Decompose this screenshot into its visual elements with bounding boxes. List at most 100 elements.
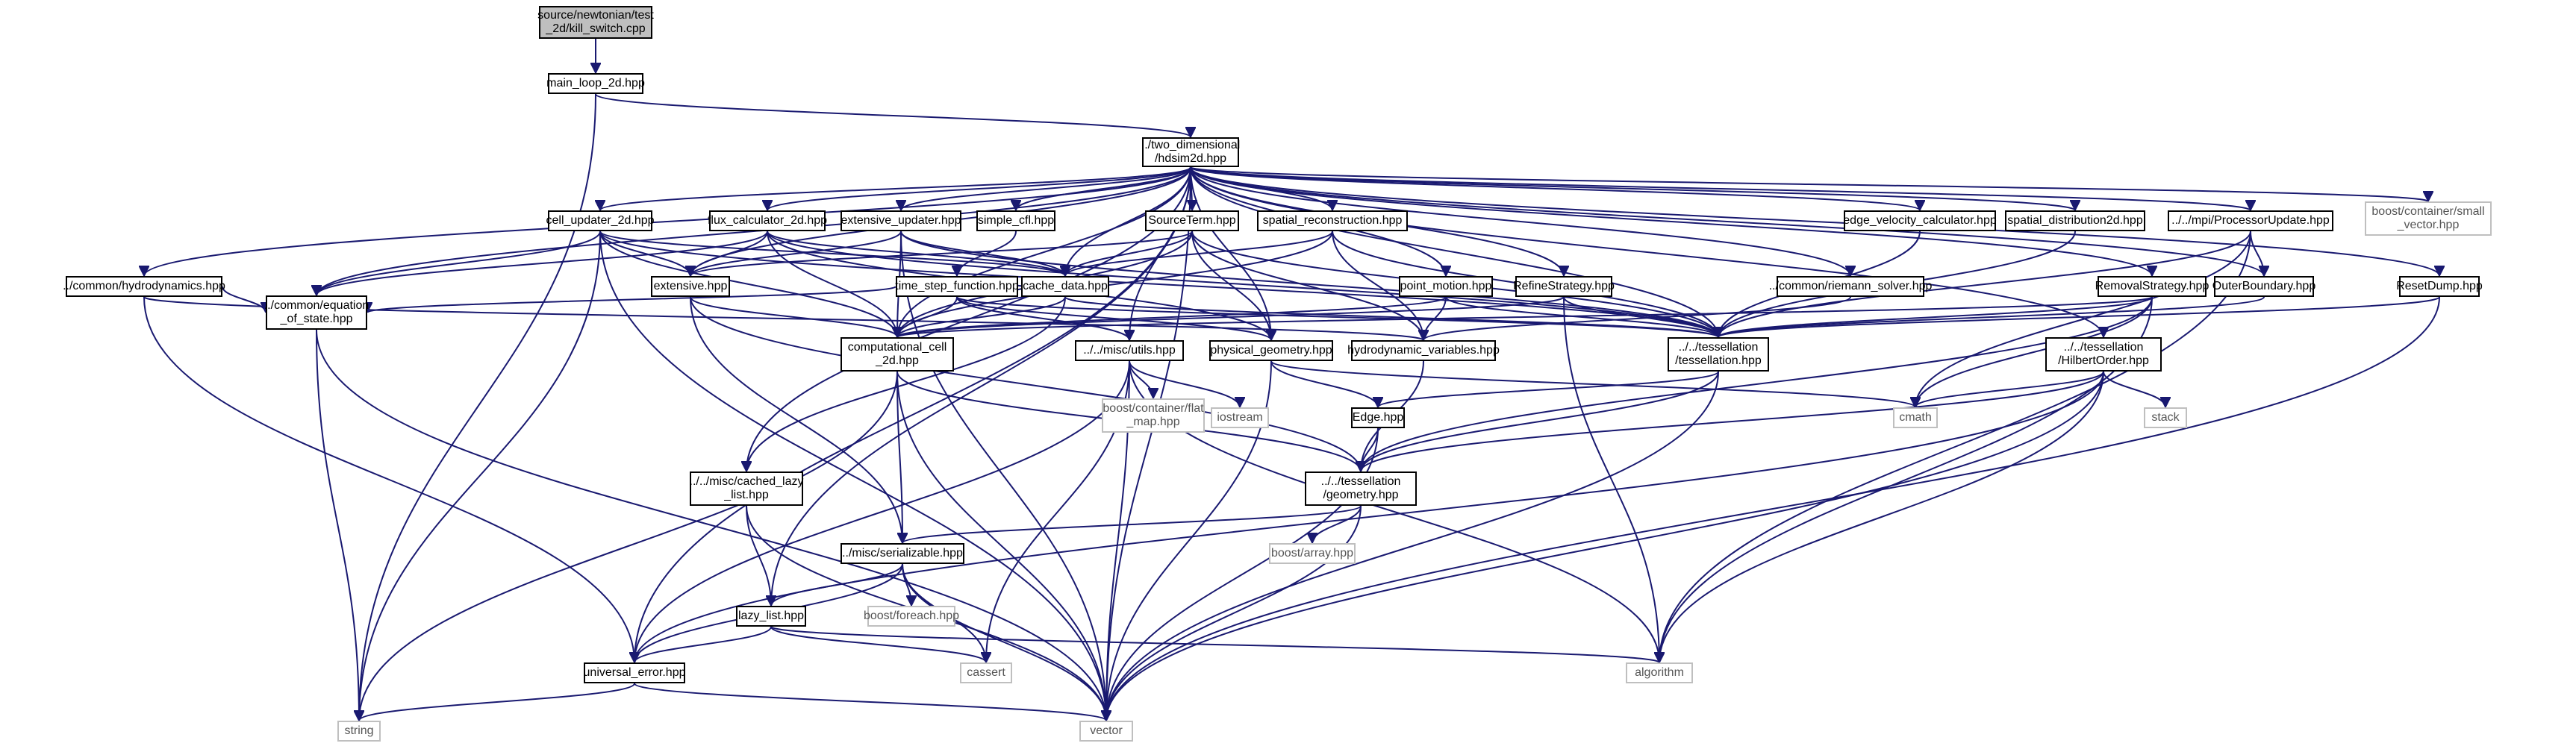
node-outerboundary-hpp[interactable]: OuterBoundary.hpp	[2212, 276, 2315, 297]
edge-hilbert-to-stack	[2103, 371, 2165, 408]
edge-phys_geom-to-cmath	[1270, 360, 1915, 408]
edge-cell_updater-to-vector	[599, 231, 1106, 721]
edge-cell_updater-to-cache_data	[599, 231, 1065, 277]
node-spatial-distribution2d-hpp[interactable]: spatial_distribution2d.hpp	[2005, 210, 2145, 231]
node-edge-velocity-calculator-hpp[interactable]: edge_velocity_calculator.hpp	[1843, 210, 1997, 231]
edge-geometry-to-vector	[1106, 505, 1362, 721]
node-cell-updater-2d-hpp[interactable]: cell_updater_2d.hpp	[546, 210, 655, 231]
node-cache-data-hpp[interactable]: cache_data.hpp	[1021, 276, 1109, 297]
edge-hilbert-to-vector	[1106, 371, 2104, 721]
edge-refine-to-tessellation	[1563, 296, 1718, 338]
edge-hdsim-to-tessellation	[1190, 166, 1718, 337]
node-resetdump-hpp[interactable]: ResetDump.hpp	[2396, 276, 2483, 297]
edge-hdsim-to-reset_dump	[1190, 166, 2439, 277]
edge-hdsim-to-small_vector	[1190, 166, 2428, 202]
edge-universal_error-to-vector	[634, 683, 1106, 721]
edge-hilbert-to-cmath	[1915, 371, 2104, 408]
edge-extensive-to-geometry	[690, 296, 1361, 471]
edge-universal_error-to-string	[359, 683, 635, 721]
node-common-riemann-solver-hpp[interactable]: ../common/riemann_solver.hpp	[1769, 276, 1932, 297]
node-spatial-reconstruction-hpp[interactable]: spatial_reconstruction.hpp	[1257, 210, 1408, 231]
node-common-hydrodynamics-hpp[interactable]: ../common/hydrodynamics.hpp	[63, 276, 225, 297]
node-source-newtonian-test-2d-kill-switch-cpp: source/newtonian/test _2d/kill_switch.cp…	[537, 6, 654, 39]
edge-proc_update-to-algorithm	[1659, 231, 2251, 662]
edge-geometry-to-serializable	[902, 505, 1362, 544]
edge-tessellation-to-edge	[1378, 371, 1719, 408]
edge-refine-to-algorithm	[1563, 296, 1659, 662]
edge-time_step-to-tessellation	[956, 296, 1718, 338]
edge-proc_update-to-cmath	[1915, 231, 2251, 407]
edge-cached_lazy-to-lazy_list	[746, 505, 771, 606]
node-boost-container-small-vector-hpp: boost/container/small _vector.hpp	[2365, 201, 2492, 236]
node-computational-cell-2d-hpp[interactable]: computational_cell _2d.hpp	[841, 337, 954, 372]
node-main-loop-2d-hpp[interactable]: main_loop_2d.hpp	[546, 73, 645, 94]
edge-ext_updater-to-extensive	[690, 231, 902, 277]
node-flux-calculator-2d-hpp[interactable]: flux_calculator_2d.hpp	[708, 210, 827, 231]
node-cassert: cassert	[960, 662, 1012, 683]
node-misc-utils-hpp[interactable]: ../../misc/utils.hpp	[1075, 340, 1184, 361]
edge-utils-to-iostream	[1129, 360, 1240, 408]
edge-lazy_list-to-universal_error	[634, 626, 772, 663]
edge-hdsim-to-hilbert	[1190, 166, 2103, 337]
edge-serializable-to-vector	[902, 563, 1106, 721]
node-simple-cfl-hpp[interactable]: simple_cfl.hpp	[976, 210, 1055, 231]
edge-source_term-to-phys_geom	[1191, 231, 1271, 340]
edge-hdsim-to-comp_cell	[897, 166, 1191, 337]
node-extensive-hpp[interactable]: extensive.hpp	[651, 276, 730, 297]
edge-reset_dump-to-vector	[1106, 296, 2440, 721]
node-sourceterm-hpp[interactable]: SourceTerm.hpp	[1145, 210, 1239, 231]
edge-cell_updater-to-comp_cell	[599, 231, 897, 338]
node-misc-serializable-hpp[interactable]: ../misc/serializable.hpp	[841, 543, 964, 564]
edge-flux_calc-to-extensive	[690, 231, 768, 277]
node-point-motion-hpp[interactable]: point_motion.hpp	[1399, 276, 1493, 297]
edge-common_hydro-to-universal_error	[143, 296, 634, 662]
node-removalstrategy-hpp[interactable]: RemovalStrategy.hpp	[2095, 276, 2209, 297]
edge-utils-to-universal_error	[634, 360, 1130, 662]
edge-lazy_list-to-algorithm	[770, 626, 1659, 663]
node-refinestrategy-hpp[interactable]: RefineStrategy.hpp	[1513, 276, 1615, 297]
node-cmath: cmath	[1893, 407, 1938, 428]
node-universal-error-hpp[interactable]: universal_error.hpp	[584, 662, 685, 683]
node-boost-array-hpp: boost/array.hpp	[1269, 543, 1356, 564]
edge-reset_dump-to-tessellation	[1718, 296, 2440, 338]
node-tessellation-hilbertorder-hpp[interactable]: ../../tessellation /HilbertOrder.hpp	[2045, 337, 2162, 372]
edge-cache_data-to-comp_cell	[897, 296, 1066, 338]
edge-hdsim-to-cell_updater	[600, 166, 1191, 211]
node-mpi-processorupdate-hpp[interactable]: ../../mpi/ProcessorUpdate.hpp	[2168, 210, 2333, 231]
edge-comp_cell-to-string	[359, 371, 898, 721]
edge-flux_calc-to-comp_cell	[767, 231, 897, 337]
node-lazy-list-hpp[interactable]: lazy_list.hpp	[736, 606, 806, 627]
edge-flux_calc-to-cache_data	[767, 231, 1065, 277]
edge-hilbert-to-universal_error	[634, 371, 2104, 662]
edge-serializable-to-lazy_list	[771, 563, 903, 607]
edge-comp_cell-to-vector	[896, 371, 1106, 721]
edge-extensive-to-comp_cell	[690, 296, 897, 338]
node-extensive-updater-hpp[interactable]: extensive_updater.hpp	[841, 210, 961, 231]
edge-spatial_recon-to-cache_data	[1065, 231, 1333, 277]
edge-source_term-to-cache_data	[1065, 231, 1193, 277]
node-tessellation-tessellation-hpp[interactable]: ../../tessellation /tessellation.hpp	[1668, 337, 1769, 372]
node-misc-cached-lazy-list-hpp[interactable]: ../../misc/cached_lazy _list.hpp	[690, 471, 803, 506]
node-boost-container-flat-map-hpp: boost/container/flat _map.hpp	[1102, 398, 1205, 433]
edge-eos-to-string	[316, 329, 359, 721]
node-time-step-function-hpp[interactable]: time_step_function.hpp	[895, 276, 1019, 297]
node-common-equation-of-state-hpp[interactable]: ../common/equation _of_state.hpp	[264, 295, 369, 330]
node-hydrodynamic-variables-hpp[interactable]: hydrodynamic_variables.hpp	[1347, 340, 1500, 361]
node-string: string	[337, 721, 381, 742]
edge-cell_updater-to-string	[359, 231, 601, 721]
node-physical-geometry-hpp[interactable]: physical_geometry.hpp	[1209, 340, 1333, 361]
edge-point_motion-to-comp_cell	[897, 296, 1447, 338]
node-two-dimensional-hdsim2d-hpp[interactable]: ../two_dimensional /hdsim2d.hpp	[1141, 137, 1240, 167]
edge-hdsim-to-vector	[1106, 166, 1191, 721]
edge-hdsim-to-simple_cfl	[1016, 166, 1191, 211]
edge-removal-to-comp_cell	[897, 296, 2153, 338]
edge-refine-to-comp_cell	[897, 296, 1565, 338]
node-tessellation-geometry-hpp[interactable]: ../../tessellation /geometry.hpp	[1305, 471, 1417, 506]
edge-geometry-to-boost_array	[1312, 505, 1362, 544]
edge-main_loop-to-string	[359, 93, 596, 721]
edge-eos-to-vector	[316, 329, 1106, 721]
edge-hdsim-to-ext_updater	[901, 166, 1191, 211]
node-edge-hpp[interactable]: Edge.hpp	[1351, 407, 1405, 428]
edge-removal-to-geometry	[1361, 296, 2153, 471]
